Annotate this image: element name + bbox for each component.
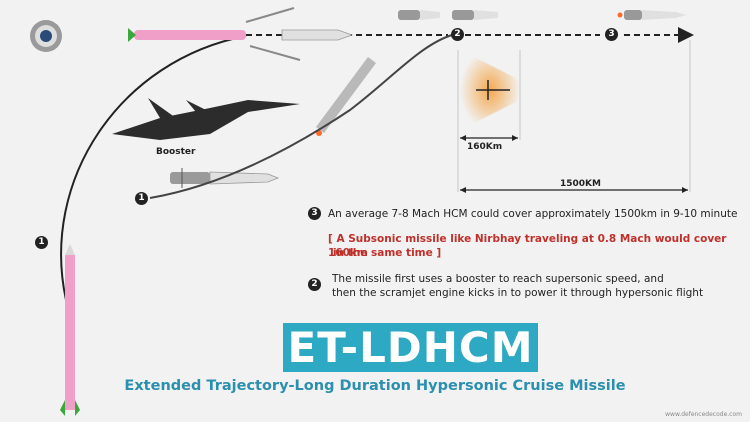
range-160-label: 160Km [467, 142, 503, 152]
separated-missile [245, 7, 498, 61]
note-2-badge: 2 [308, 278, 321, 291]
apex-booster [128, 28, 246, 42]
note-3-badge: 3 [308, 207, 321, 220]
hypersonic-missile [617, 10, 686, 20]
subsonic-note-line1: [ A Subsonic missile like Nirbhay travel… [328, 233, 727, 259]
step-1-badge-air: 1 [135, 192, 148, 205]
launch-trajectory [60, 35, 247, 301]
fighter-jet-icon [112, 98, 300, 140]
step-2-badge: 2 [451, 28, 464, 41]
source-credit: www.defencedecode.com [665, 411, 742, 418]
subsonic-note-line2: in the same time ] [333, 247, 442, 259]
range-1500-label: 1500KM [560, 179, 601, 189]
range-160-dimension [457, 50, 521, 192]
launch-rocket [60, 244, 80, 416]
step-3-badge: 3 [605, 28, 618, 41]
step-1-badge-launch: 1 [35, 236, 48, 249]
booster-missile [170, 168, 280, 188]
cruise-trajectory [149, 34, 453, 199]
note-3-text: An average 7-8 Mach HCM could cover appr… [328, 208, 738, 220]
page-title: ET-LDHCM [283, 323, 538, 372]
range-1500-dimension [460, 40, 691, 193]
subsonic-coverage [460, 50, 520, 130]
page-subtitle: Extended Trajectory-Long Duration Hypers… [124, 378, 626, 394]
emblem-icon [30, 20, 62, 52]
booster-label: Booster [156, 147, 196, 157]
note-2-line2: then the scramjet engine kicks in to pow… [332, 287, 704, 299]
note-2-line1: The missile first uses a booster to reac… [332, 273, 664, 285]
